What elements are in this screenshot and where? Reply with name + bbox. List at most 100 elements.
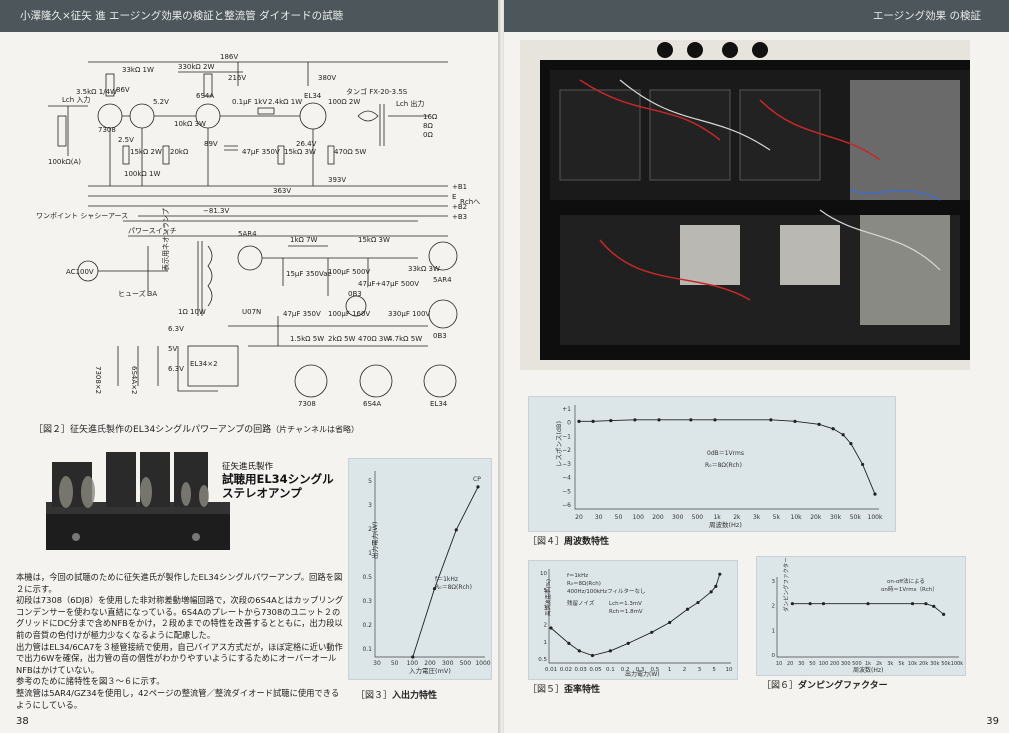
fig4-x-tick: 10k <box>791 514 803 521</box>
part-2-4k: 2.4kΩ 1W <box>268 98 302 106</box>
fig3-xlabel: 入力電圧(mV) <box>409 666 451 675</box>
fig4-y-tick: −4 <box>562 475 571 482</box>
left-page: 小澤隆久×征矢 進 エージング効果の検証と整流管 ダイオードの試聴 <box>0 0 500 733</box>
fig4-xlabel: 周波数(Hz) <box>709 520 742 529</box>
fig5-x-tick: 0.5 <box>650 667 659 673</box>
fig3-x-tick: 100 <box>407 660 419 667</box>
fig5-x-tick: 0.01 <box>545 667 557 673</box>
heater-6-3v-b: 6.3V <box>168 365 184 373</box>
ps-part-470: 470Ω 3W <box>358 335 390 343</box>
fig4-y-tick: 0 <box>567 420 571 427</box>
fig4-point <box>769 418 773 422</box>
fig6-point <box>808 602 812 606</box>
body-paragraph: 参考のために諸特性を図３〜６に示す。 <box>16 676 165 687</box>
part-15k-3w: 15kΩ 3W <box>284 148 316 156</box>
fig5-note2: R₀＝8Ω(Rch) <box>567 581 601 587</box>
fuse-label: ヒューズ 3A <box>118 289 157 298</box>
fig5-caption-text: 歪率特性 <box>564 685 601 695</box>
fig6-x-tick: 500 <box>852 661 862 667</box>
voltage-minus-81v: −81.3V <box>203 207 229 215</box>
ps-part-330uf: 330μF 100V <box>388 310 430 318</box>
ps-part-100uf-160: 100μF 160V <box>328 310 370 318</box>
fig5-point <box>696 600 700 605</box>
fig3-x-tick: 50 <box>391 660 399 667</box>
fig4-caption-num: ［図４］ <box>528 537 565 547</box>
fig6-x-tick: 50k <box>941 661 950 667</box>
fig4-y-tick: −5 <box>562 488 571 495</box>
ps-part-1ohm: 1Ω 10W <box>178 308 206 316</box>
fig4-x-tick: 2k <box>733 514 741 521</box>
voltage-363v: 363V <box>273 187 291 195</box>
fig5-x-tick: 10 <box>726 667 733 673</box>
fig6-x-tick: 5k <box>898 661 904 667</box>
fig5-x-tick: 0.1 <box>606 667 615 673</box>
fig3-y-tick: 5 <box>368 478 372 485</box>
fig5-x-tick: 5 <box>712 667 716 673</box>
fig4-x-tick: 100k <box>868 514 883 521</box>
rail-b2: +B2 <box>452 203 467 211</box>
fig3-y-tick: 0.2 <box>362 622 372 629</box>
fig5-x-tick: 0.02 <box>560 667 572 673</box>
fig5-note6: Rch＝1.8mV <box>609 609 643 615</box>
fig3-point <box>432 587 437 591</box>
voltage-5-2v: 5.2V <box>153 98 169 106</box>
fig4-x-tick: 3k <box>753 514 761 521</box>
fig4-y-tick: −3 <box>562 461 571 468</box>
fig3-note1: f＝1kHz <box>435 576 458 583</box>
ground-note: ワンポイント シャシーアース <box>36 212 128 220</box>
fig6-point <box>821 602 826 606</box>
part-3-5k: 3.5kΩ 1/4W <box>76 88 117 96</box>
ps-part-100uf: 100μF 500V <box>328 268 370 276</box>
fig4-point <box>609 419 613 423</box>
fig6-caption: ［図６］ダンピングファクター <box>762 678 888 691</box>
fig4-point <box>873 492 877 496</box>
rail-e: E <box>452 193 456 201</box>
fig4-x-tick: 500 <box>692 514 704 521</box>
fig4-point <box>831 427 835 431</box>
fig6-x-tick: 2k <box>876 661 882 667</box>
fig4-point <box>657 418 661 422</box>
fig6-x-tick: 300 <box>841 661 851 667</box>
fig4-ylabel: レスポンス(dB) <box>555 421 563 467</box>
socket-el34-label: EL34 <box>430 400 448 408</box>
fig3-point <box>411 655 415 659</box>
fig6-caption-text: ダンピングファクター <box>798 681 888 691</box>
amp-internal-photo <box>520 40 970 370</box>
rail-b3: +B3 <box>452 213 467 221</box>
fig3-x-tick: 300 <box>442 660 454 667</box>
fig6-x-tick: 50 <box>809 661 815 667</box>
fig6-x-tick: 30 <box>798 661 804 667</box>
fig3-caption-text: 入出力特性 <box>392 691 438 701</box>
socket-6s4a-label: 6S4A <box>363 400 381 408</box>
fig5-y-tick: 0.5 <box>538 657 547 663</box>
tap-8: 8Ω <box>423 122 433 130</box>
socket-7308-label: 7308 <box>298 400 316 408</box>
fig5-y-tick: 3 <box>544 605 548 611</box>
fig4-x-tick: 50k <box>850 514 862 521</box>
diode-u07n: U07N <box>242 308 261 316</box>
power-switch-label: パワースイッチ <box>128 227 177 235</box>
fig2-caption-text: 征矢進氏製作のEL34シングルパワーアンプの回路 <box>70 425 272 435</box>
fig3-y-tick: 1 <box>368 550 372 557</box>
fig4-x-tick: 1k <box>713 514 721 521</box>
fig6-y-tick: 3 <box>772 579 776 585</box>
part-10k: 10kΩ 3W <box>174 120 206 128</box>
fig5-point <box>590 653 595 658</box>
fig5-x-tick: 1 <box>668 667 672 673</box>
fig3-x-tick: 1000 <box>475 660 490 667</box>
heater-6-3v-a: 6.3V <box>168 325 184 333</box>
tap-16: 16Ω <box>423 113 438 121</box>
voltage-380v: 380V <box>318 74 336 82</box>
fig6-x-tick: 30k <box>930 661 939 667</box>
fig6-x-tick: 3k <box>887 661 893 667</box>
fig5-x-tick: 3 <box>698 667 702 673</box>
fig5-note4: 残留ノイズ <box>567 599 595 607</box>
voltage-393v: 393V <box>328 176 346 184</box>
fig4-point <box>689 418 693 422</box>
fig5-point <box>718 572 722 576</box>
fig5-x-tick: 0.03 <box>575 667 588 673</box>
fig4-point <box>841 433 845 437</box>
